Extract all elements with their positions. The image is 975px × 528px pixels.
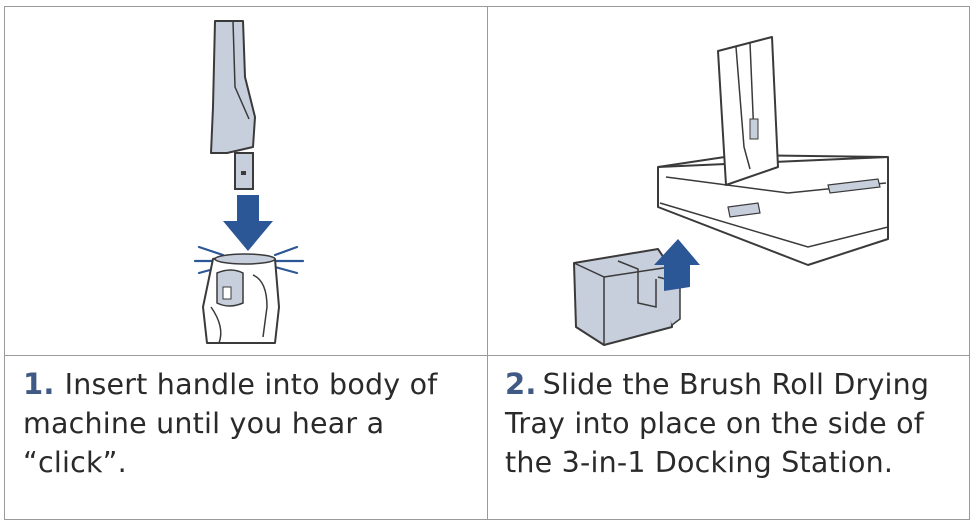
insert-handle-illustration-icon xyxy=(193,20,305,344)
column-divider xyxy=(487,7,488,519)
step-2-number: 2. xyxy=(505,367,537,401)
step-2-caption: 2.Slide the Brush Roll Drying Tray into … xyxy=(505,365,955,482)
step-2-text: Slide the Brush Roll Drying Tray into pl… xyxy=(505,368,930,479)
step-2-illustration xyxy=(488,7,970,355)
step-1-number: 1. xyxy=(23,367,55,401)
docking-station-tray-illustration-icon xyxy=(573,36,889,346)
row-divider xyxy=(5,355,969,356)
instruction-table: 1.Insert handle into body of machine unt… xyxy=(4,6,970,520)
step-1-caption: 1.Insert handle into body of machine unt… xyxy=(23,365,463,482)
step-1-text: Insert handle into body of machine until… xyxy=(23,368,438,479)
step-1-illustration xyxy=(5,7,487,355)
